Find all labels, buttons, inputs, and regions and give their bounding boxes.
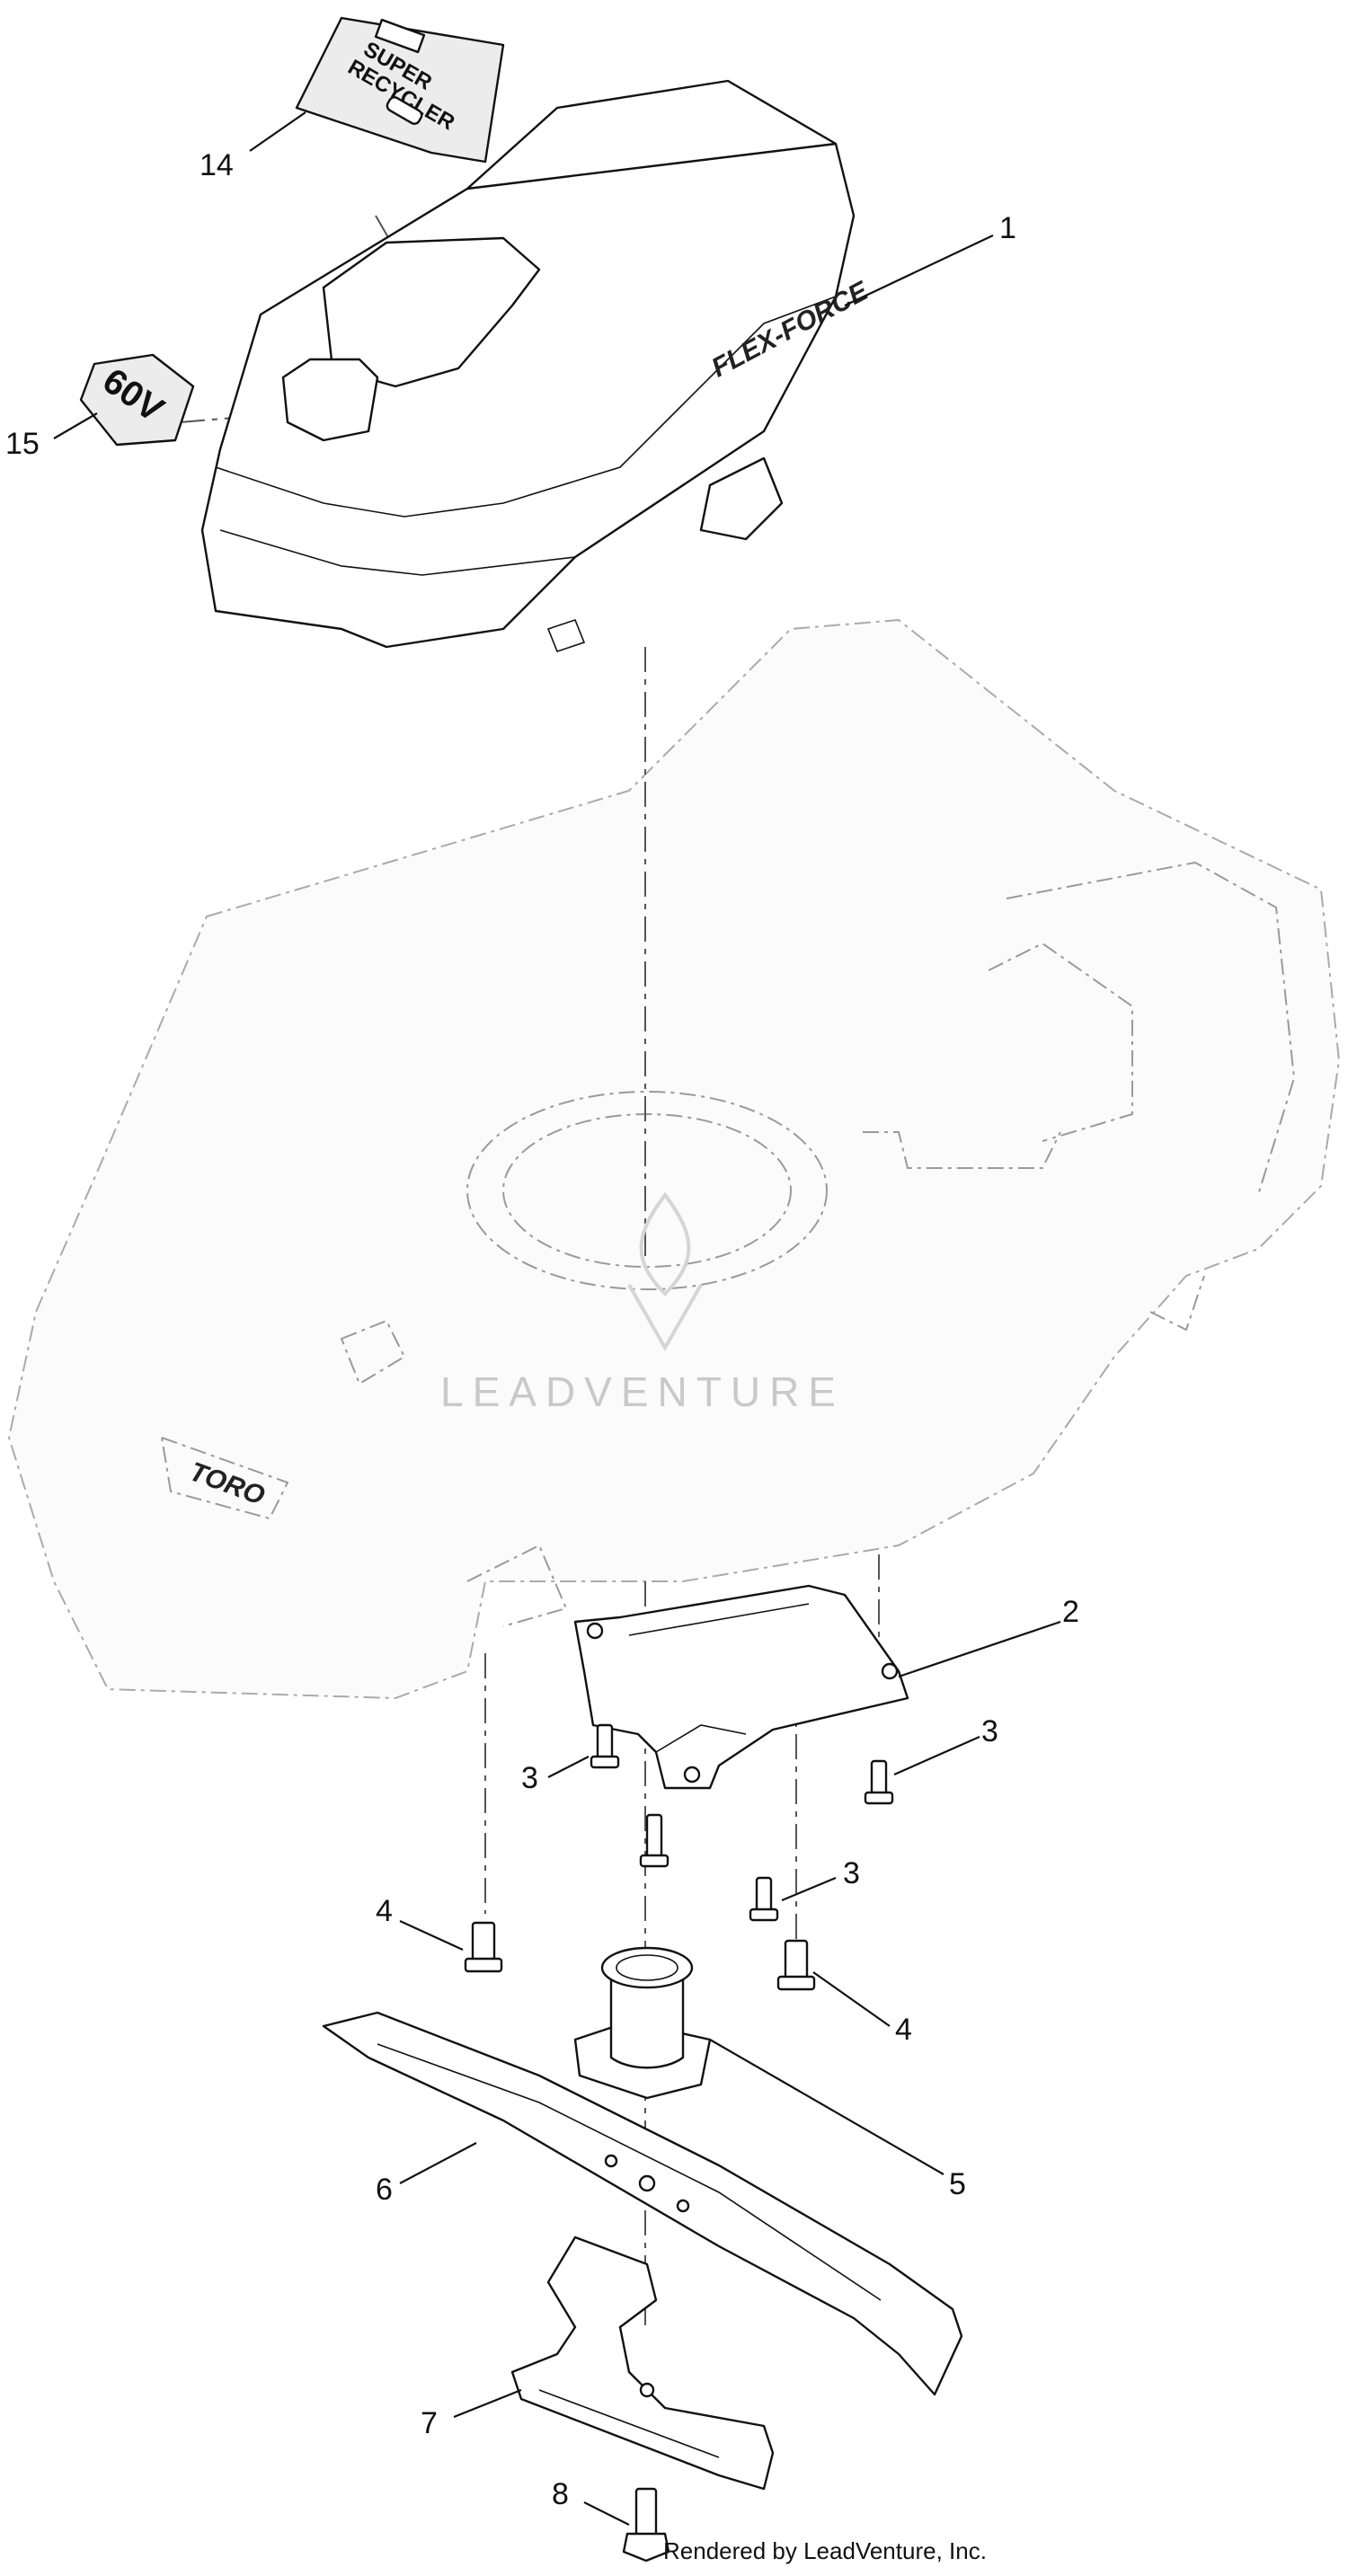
callout-3-left: 3 bbox=[521, 1761, 538, 1795]
callout-15: 15 bbox=[5, 427, 40, 461]
part-1-hood: FLEX-FORCE bbox=[200, 79, 874, 652]
part-15-voltage-decal: 60V bbox=[79, 353, 195, 447]
leader-lines bbox=[53, 111, 1061, 2526]
part-14-recycler-decal: SUPER RECYCLER bbox=[295, 16, 505, 164]
screw-3c bbox=[749, 1876, 779, 1922]
part-3-screws bbox=[590, 1723, 894, 1922]
screw-3a bbox=[590, 1723, 620, 1769]
part-5-blade-adapter bbox=[573, 1946, 712, 2100]
callouts: 14 1 15 2 3 3 3 4 4 5 6 7 8 bbox=[5, 148, 1079, 2511]
bolt-4b bbox=[776, 1939, 816, 1991]
callout-3-center: 3 bbox=[843, 1856, 860, 1890]
part-2-bracket bbox=[573, 1584, 909, 1790]
callout-4-right: 4 bbox=[895, 2013, 912, 2047]
callout-7: 7 bbox=[421, 2406, 438, 2440]
callout-8: 8 bbox=[552, 2477, 569, 2511]
part-4-bolts bbox=[464, 1921, 816, 1991]
leadventure-watermark: LEADVENTURE bbox=[440, 1191, 845, 1415]
flame-icon bbox=[627, 1191, 703, 1352]
part-8-blade-bolt bbox=[622, 2487, 670, 2563]
callout-2: 2 bbox=[1062, 1595, 1079, 1629]
watermark-text: LEADVENTURE bbox=[440, 1368, 845, 1415]
screw-3b bbox=[864, 1759, 894, 1805]
part-7-baffle bbox=[510, 2235, 775, 2491]
render-credit: Rendered by LeadVenture, Inc. bbox=[663, 2537, 987, 2564]
callout-14: 14 bbox=[200, 148, 234, 182]
callout-6: 6 bbox=[376, 2173, 393, 2207]
callout-5: 5 bbox=[949, 2167, 966, 2201]
bolt-4a bbox=[464, 1921, 503, 1973]
callout-3-right: 3 bbox=[981, 1714, 998, 1748]
part-6-blade bbox=[322, 2011, 963, 2396]
callout-4-left: 4 bbox=[376, 1894, 393, 1928]
callout-1: 1 bbox=[999, 211, 1016, 245]
screw-3d bbox=[639, 1813, 670, 1868]
mower-deck: TORO bbox=[7, 618, 1341, 1700]
